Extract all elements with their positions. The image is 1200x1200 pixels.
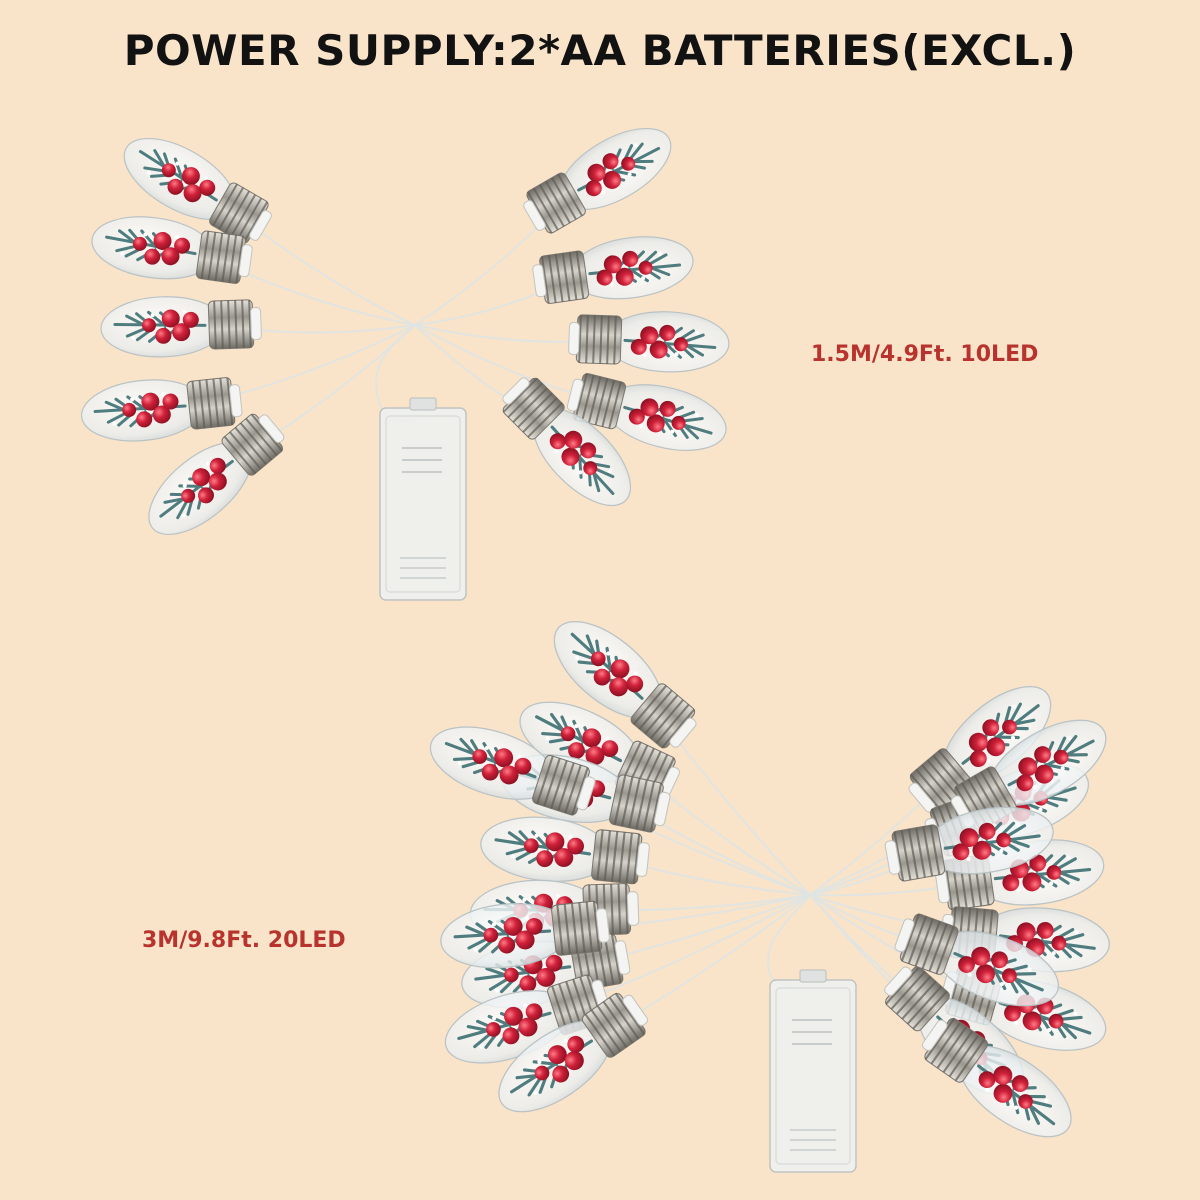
light-bulb bbox=[566, 306, 732, 376]
light-bulb bbox=[98, 291, 264, 361]
large-set-size-label: 3M/9.8Ft. 20LED bbox=[142, 928, 346, 953]
light-bulb bbox=[76, 368, 246, 449]
power-supply-headline: POWER SUPPLY:2*AA BATTERIES(EXCL.) bbox=[123, 26, 1077, 75]
light-bulb bbox=[513, 110, 686, 246]
light-bulb bbox=[528, 227, 699, 313]
small-set-size-label: 1.5M/4.9Ft. 10LED bbox=[811, 342, 1039, 367]
battery-box bbox=[379, 397, 467, 601]
battery-box bbox=[769, 969, 857, 1173]
